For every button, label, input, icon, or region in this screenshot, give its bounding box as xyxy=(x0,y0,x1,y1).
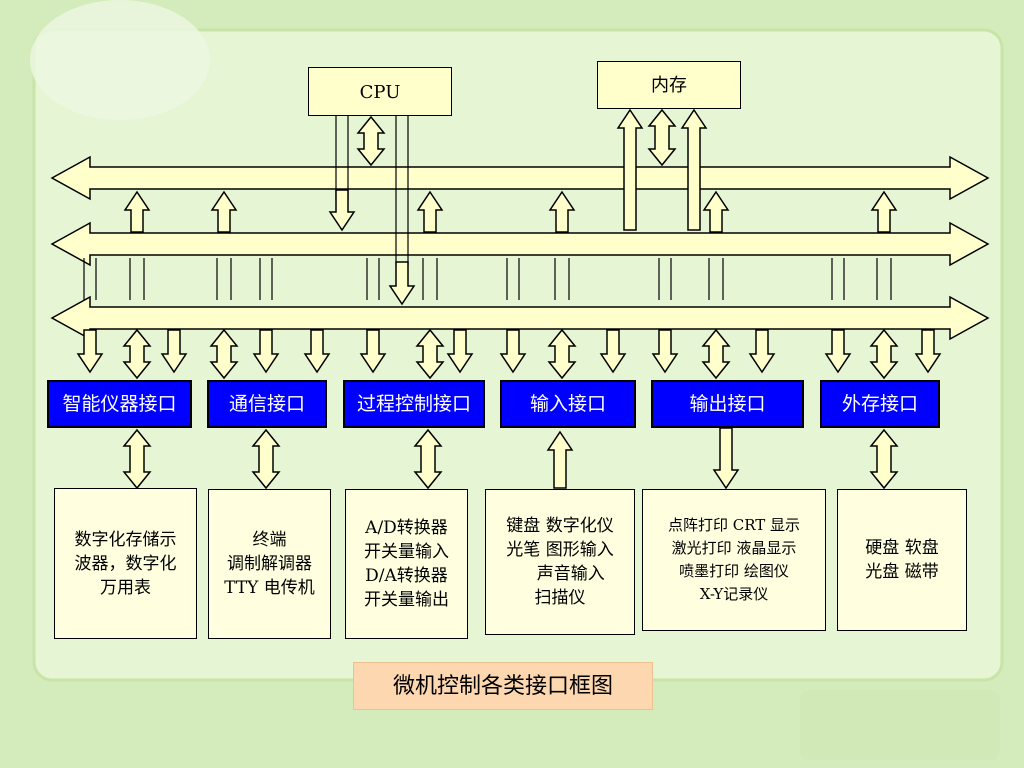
interface-1-right-down-arrow xyxy=(303,329,331,374)
interface-0-up-arrow-top xyxy=(123,190,151,233)
interface-2-up-arrow-top xyxy=(416,190,444,233)
iface-output: 输出接口 xyxy=(651,380,804,428)
keyboard-decoration-icon xyxy=(800,690,1000,760)
interface-3-right-down-arrow xyxy=(599,329,627,374)
interface-0-left-down-arrow xyxy=(76,329,104,374)
interface-3-bus-arrow xyxy=(547,328,577,380)
interface-4-left-down-arrow xyxy=(651,329,679,374)
bus-middle-arrow xyxy=(50,221,990,267)
interface-3-left-down-arrow xyxy=(499,329,527,374)
memory-bus-double-arrow xyxy=(647,108,677,167)
interface-3-up-arrow-top xyxy=(548,190,576,233)
device-input: 键盘 数字化仪 光笔 图形输入 声音输入 扫描仪 xyxy=(485,489,635,635)
interface-4-up-arrow-top xyxy=(702,190,730,233)
interface-5-up-arrow-top xyxy=(870,190,898,233)
interface-2-bus-arrow xyxy=(415,328,445,380)
interface-0-bus-arrow xyxy=(122,328,152,380)
device-2-double-arrow xyxy=(413,428,443,490)
bus-top-arrow xyxy=(50,155,990,201)
iface-storage: 外存接口 xyxy=(820,380,940,428)
memory-label: 内存 xyxy=(651,75,687,96)
device-4-down-arrow xyxy=(712,427,740,490)
interface-2-right-down-arrow xyxy=(446,329,474,374)
memory-up-arrow-left xyxy=(616,108,644,231)
device-comm: 终端 调制解调器 TTY 电传机 xyxy=(208,489,331,639)
cpu-down-arrow-2 xyxy=(388,261,416,306)
iface-instrument: 智能仪器接口 xyxy=(47,380,192,428)
interface-4-right-down-arrow xyxy=(748,329,776,374)
interface-1-bus-arrow xyxy=(209,328,239,380)
cpu-label: CPU xyxy=(359,82,401,103)
device-process: A/D转换器 开关量输入 D/A转换器 开关量输出 xyxy=(345,489,468,639)
diagram-caption: 微机控制各类接口框图 xyxy=(353,662,653,710)
memory-box: 内存 xyxy=(597,61,741,109)
device-5-double-arrow xyxy=(869,428,899,490)
bus-bottom-arrow xyxy=(50,295,990,341)
interface-1-up-arrow-top xyxy=(210,190,238,233)
device-storage: 硬盘 软盘 光盘 磁带 xyxy=(837,489,967,631)
mouse-decoration-icon xyxy=(30,0,210,120)
iface-input: 输入接口 xyxy=(500,380,636,428)
cpu-down-arrow xyxy=(328,189,356,232)
interface-2-left-down-arrow xyxy=(359,329,387,374)
device-0-double-arrow xyxy=(122,428,152,490)
cpu-box: CPU xyxy=(308,67,452,116)
device-3-up-arrow xyxy=(546,430,574,489)
iface-comm: 通信接口 xyxy=(207,380,327,428)
interface-5-right-down-arrow xyxy=(914,329,942,374)
interface-5-left-down-arrow xyxy=(824,329,852,374)
interface-4-bus-arrow xyxy=(701,328,731,380)
iface-process: 过程控制接口 xyxy=(343,380,485,428)
device-instrument: 数字化存储示 波器，数字化 万用表 xyxy=(54,488,197,639)
interface-0-right-down-arrow xyxy=(160,329,188,374)
memory-up-arrow-right xyxy=(680,108,708,231)
device-output: 点阵打印 CRT 显示 激光打印 液晶显示 喷墨打印 绘图仪 X-Y记录仪 xyxy=(642,489,826,631)
cpu-bus-double-arrow xyxy=(356,115,386,167)
device-1-double-arrow xyxy=(251,428,281,490)
interface-1-left-down-arrow xyxy=(252,329,280,374)
interface-5-bus-arrow xyxy=(869,328,899,380)
